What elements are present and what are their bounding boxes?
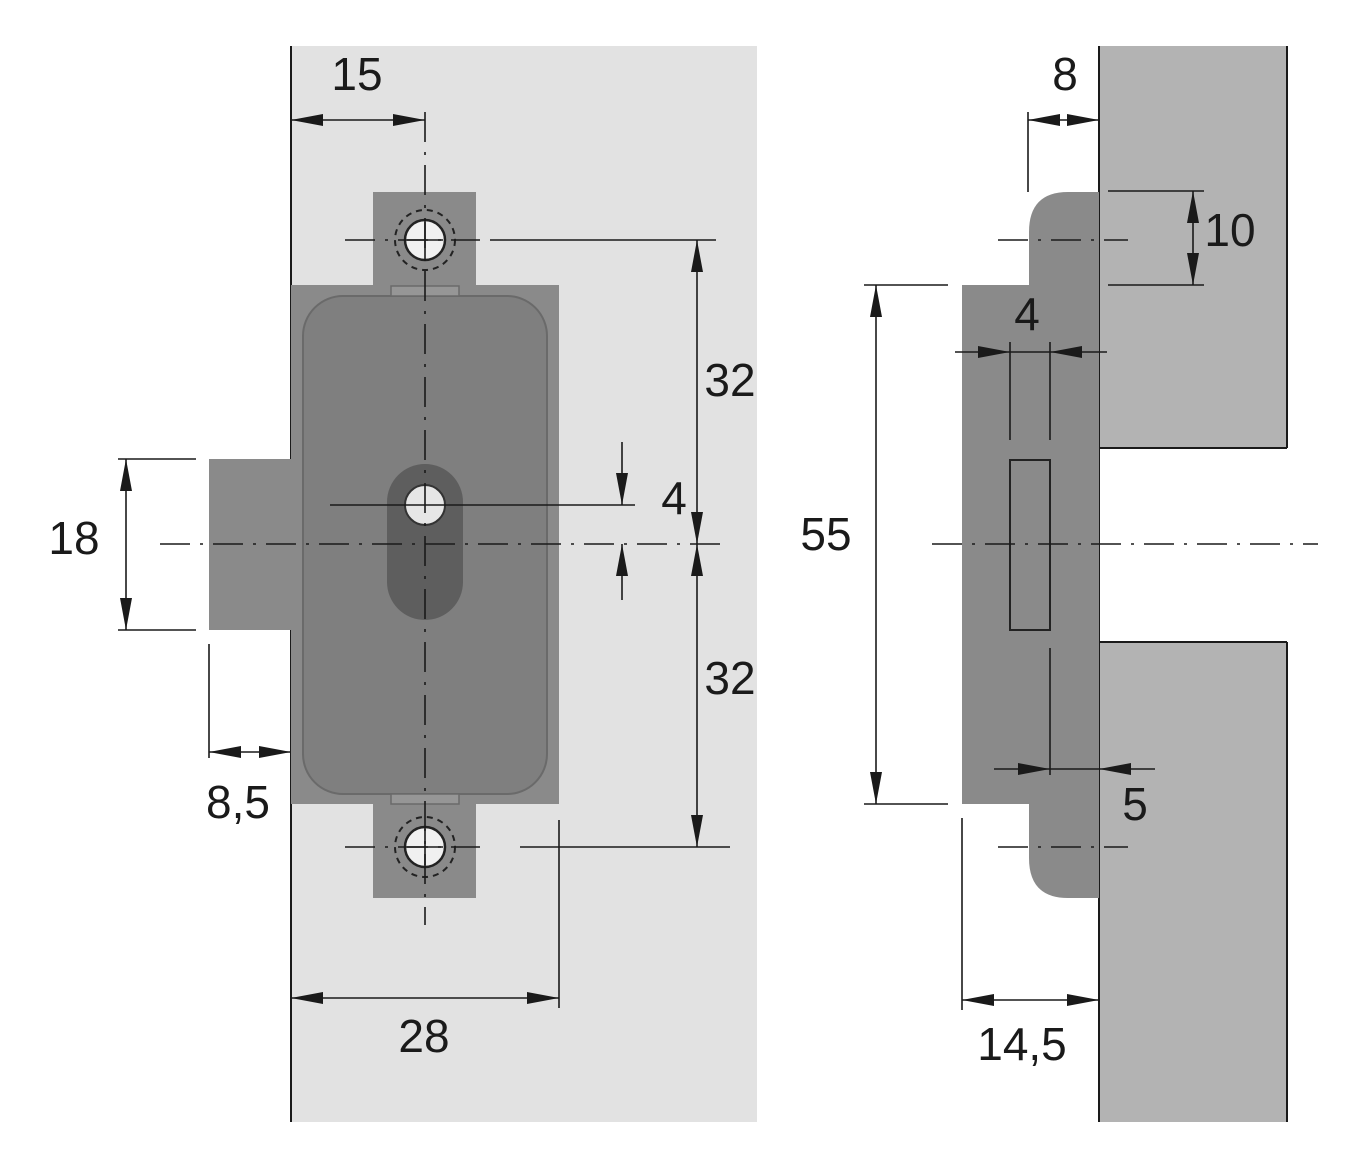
dim-8-5-label: 8,5 xyxy=(206,776,270,828)
dim-5-label: 5 xyxy=(1122,778,1148,830)
dim-14-5-label: 14,5 xyxy=(977,1018,1067,1070)
dim-15-label: 15 xyxy=(331,48,382,100)
front-view: 15 32 32 4 18 8,5 28 xyxy=(48,46,757,1122)
dim-8-label: 8 xyxy=(1052,48,1078,100)
dim-32-bottom-label: 32 xyxy=(704,652,755,704)
dim-18-label: 18 xyxy=(48,512,99,564)
dim-4-front-label: 4 xyxy=(661,472,687,524)
side-bolt xyxy=(1009,459,1051,631)
dim-4-side-label: 4 xyxy=(1014,288,1040,340)
dim-55-label: 55 xyxy=(800,508,851,560)
dim-32-top-label: 32 xyxy=(704,354,755,406)
dim-10-label: 10 xyxy=(1204,204,1255,256)
side-view: 8 10 4 55 5 14,5 xyxy=(800,46,1318,1122)
side-panel-lower xyxy=(1099,642,1287,1122)
dim-28-label: 28 xyxy=(398,1010,449,1062)
